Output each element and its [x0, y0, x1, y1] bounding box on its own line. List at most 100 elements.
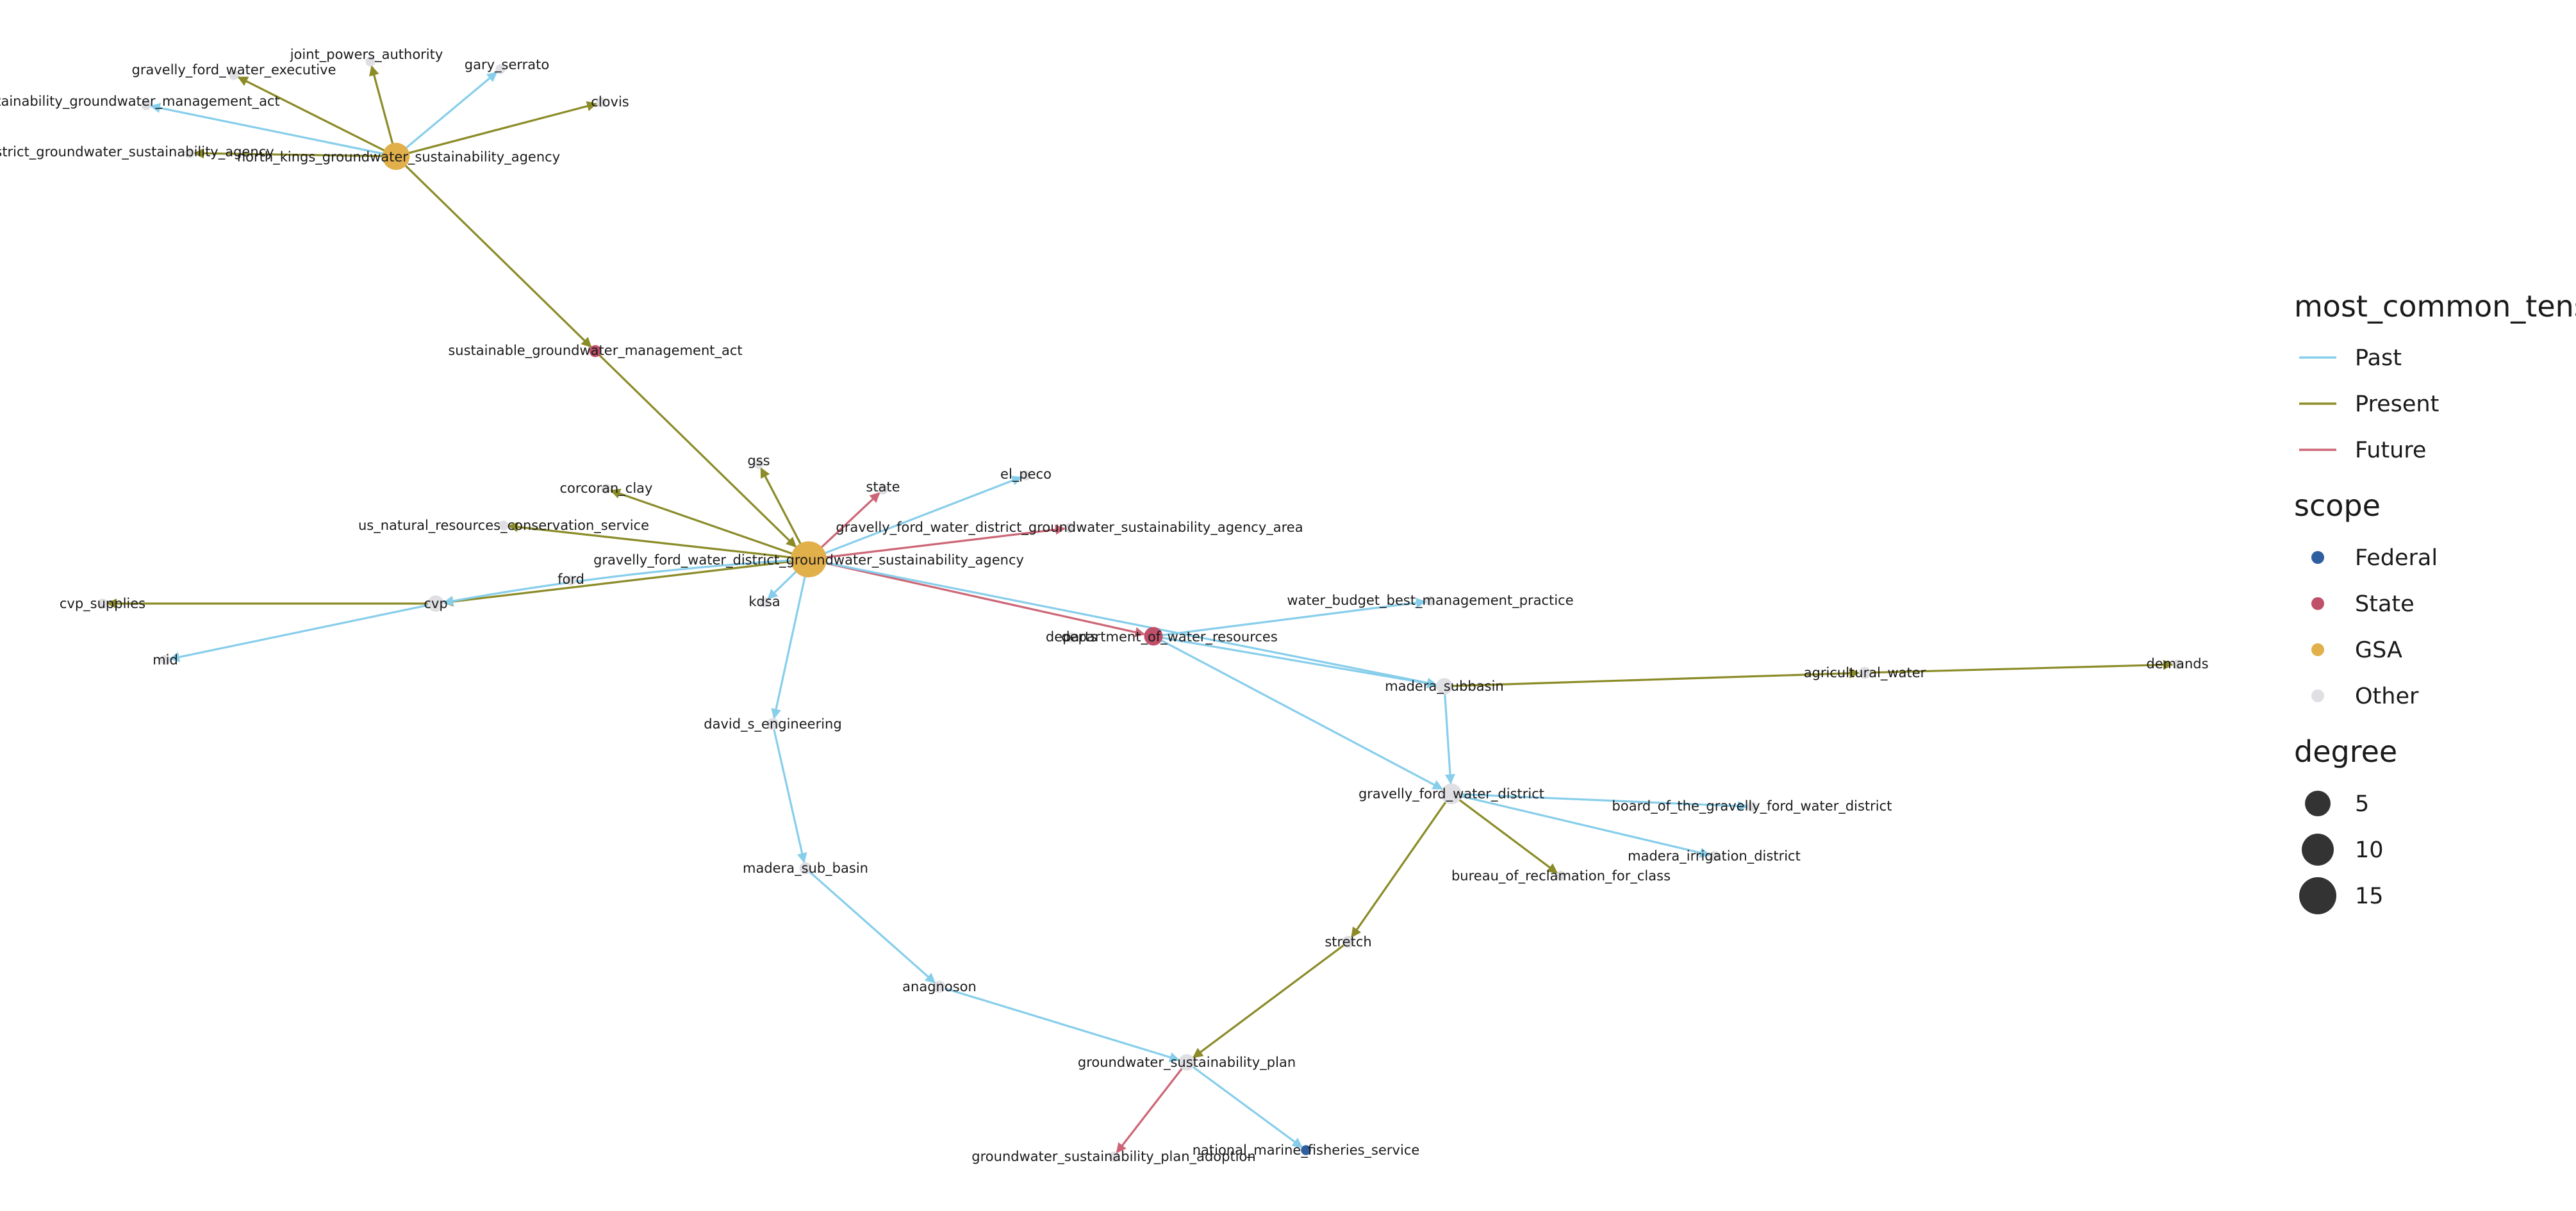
- node-board-of-the-gravelly-ford-water-district: [1747, 802, 1757, 812]
- node-label: gravelly_ford_water_district_groundwater…: [836, 520, 1303, 536]
- node-label: demands: [2146, 656, 2208, 671]
- node-label: gss: [747, 453, 770, 468]
- node-david-s-engineering: [766, 718, 779, 730]
- legend-scope-state-dot: [2311, 597, 2324, 610]
- node-label: gravelly_ford_water_executive: [132, 62, 336, 78]
- edge-past: [1186, 1061, 1303, 1148]
- edge-present: [1864, 659, 2174, 674]
- edge-past: [808, 558, 1438, 688]
- edge-past: [808, 475, 1023, 561]
- edge-present: [609, 488, 809, 561]
- node-label: agricultural_water: [1804, 665, 1926, 681]
- node-ford: [566, 575, 576, 586]
- node-madera-subbasin: [1436, 678, 1453, 695]
- legend-tense-past: Past: [2299, 345, 2402, 371]
- node-state: [878, 484, 888, 495]
- node-us-natural-resources-conservation-service: [499, 520, 509, 531]
- edge-present: [1451, 793, 1558, 874]
- legend-scope-federal-label: Federal: [2355, 545, 2438, 571]
- edge-future: [808, 524, 1066, 561]
- node-el-peco: [1021, 470, 1031, 481]
- node-label: north_kings_groundwater_sustainability_a…: [237, 149, 560, 165]
- legend-degree-10: 10: [2302, 834, 2384, 866]
- edge-layer: [106, 65, 2174, 1154]
- edge-present: [443, 558, 809, 607]
- node-district-gsa: [185, 148, 195, 158]
- legend-degree-5-dot: [2305, 791, 2331, 816]
- node-sgma-top: [141, 100, 151, 110]
- node-national-marine-fisheries-service: [1301, 1145, 1311, 1155]
- node-label: cvp: [424, 596, 447, 611]
- edge-present: [1444, 668, 1860, 688]
- edge-present: [194, 148, 397, 159]
- legend-scope-other: Other: [2311, 684, 2419, 709]
- node-madera-irrigation-district: [1709, 851, 1719, 861]
- node-label: stretch: [1325, 934, 1371, 950]
- node-label: david_s_engineering: [704, 716, 841, 732]
- legend-scope-gsa-label: GSA: [2355, 638, 2402, 663]
- edge-past: [804, 867, 936, 984]
- legend-degree-15: 15: [2299, 877, 2384, 914]
- edge-present: [395, 155, 592, 348]
- legend-scope-gsa-dot: [2311, 643, 2324, 656]
- legend-scope-federal-dot: [2311, 551, 2324, 564]
- edge-past: [939, 985, 1180, 1062]
- legend-degree-10-label: 10: [2355, 837, 2384, 863]
- node-label: anagnoson: [902, 979, 977, 994]
- node-agricultural-water: [1858, 666, 1871, 679]
- node-label: madera_irrigation_district: [1628, 848, 1801, 864]
- edge-past: [771, 559, 810, 720]
- node-label: bureau_of_reclamation_for_class: [1451, 868, 1671, 884]
- node-label: department_of_water_resources: [1061, 629, 1278, 645]
- node-joint-powers-authority: [365, 56, 376, 67]
- node-label: gravelly_ford_water_district: [1358, 786, 1544, 802]
- node-label: groundwater_sustainability_plan_adoption: [971, 1149, 1255, 1165]
- node-corcoran-clay: [601, 484, 611, 494]
- legend-tense-present-label: Present: [2355, 391, 2439, 417]
- node-label: tainability_groundwater_management_act: [0, 94, 280, 110]
- node-label: madera_subbasin: [1385, 679, 1503, 695]
- node-madera-sub-basin: [799, 862, 812, 875]
- node-label: mid: [153, 652, 178, 668]
- legend-tense-present: Present: [2299, 391, 2439, 417]
- edge-past: [395, 71, 498, 158]
- node-cvp-supplies: [97, 598, 108, 609]
- legend-scope-gsa: GSA: [2311, 638, 2402, 663]
- legend-degree-title: degree: [2294, 734, 2397, 769]
- node-demands: [2172, 659, 2183, 670]
- legend-degree-10-dot: [2302, 834, 2334, 866]
- node-groundwater-sustainability-plan-adoption: [1109, 1151, 1119, 1162]
- node-stretch: [1342, 935, 1355, 948]
- edge-present: [369, 65, 397, 157]
- legend-degree-15-label: 15: [2355, 884, 2384, 909]
- edge-past: [1153, 597, 1426, 638]
- legend-degree-15-dot: [2299, 877, 2336, 914]
- edge-past: [1153, 635, 1444, 790]
- edge-past: [1451, 793, 1748, 812]
- node-label: clovis: [591, 94, 629, 110]
- node-label: water_budget_best_management_practice: [1287, 593, 1573, 609]
- node-gfwd-gsa-area: [1064, 523, 1075, 533]
- node-anagnoson: [933, 980, 946, 993]
- node-layer: [97, 56, 2183, 1162]
- node-bureau-of-reclamation-for-class: [1556, 871, 1566, 881]
- node-label: madera_sub_basin: [743, 861, 868, 877]
- edge-past: [149, 103, 397, 158]
- edge-present: [1351, 793, 1453, 938]
- legend-scope-federal: Federal: [2311, 545, 2438, 571]
- node-label: groundwater_sustainability_plan: [1078, 1055, 1296, 1071]
- legend-degree-5: 5: [2305, 791, 2369, 817]
- legend-tense-title: most_common_tense: [2294, 289, 2576, 324]
- node-groundwater-sustainability-plan: [1178, 1054, 1195, 1071]
- edge-past: [169, 602, 436, 663]
- node-clovis: [596, 97, 606, 108]
- node-gravelly-ford-water-district: [1441, 783, 1462, 805]
- legend-scope-other-dot: [2311, 689, 2324, 702]
- node-label: kdsa: [748, 594, 780, 609]
- node-sustainable-groundwater-management-act: [589, 345, 602, 358]
- node-label: el_peco: [1000, 466, 1052, 482]
- legend-scope-state-label: State: [2355, 591, 2415, 617]
- legend: most_common_tense Past Present Future sc…: [2294, 289, 2576, 914]
- node-label: board_of_the_gravelly_ford_water_distric…: [1612, 798, 1892, 814]
